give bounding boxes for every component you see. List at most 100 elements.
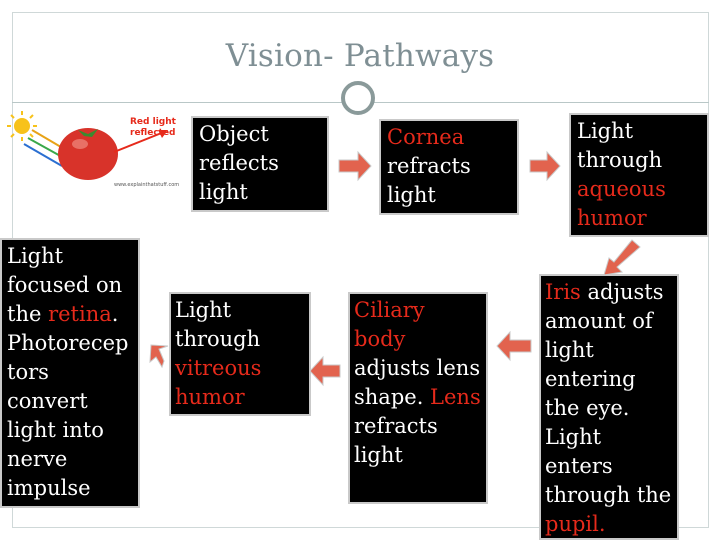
text-segment: amount of: [545, 309, 653, 333]
step-text-line: impulse: [7, 474, 134, 503]
step-text-line: Ciliary: [354, 296, 482, 325]
step-text-line: Light: [7, 242, 134, 271]
highlighted-term: vitreous: [175, 356, 262, 380]
step-text-line: aqueous: [577, 175, 703, 204]
step-aqueous-humor: Light through aqueous humor: [569, 113, 709, 237]
text-segment: .: [111, 302, 119, 326]
text-segment: adjusts lens: [354, 356, 481, 380]
text-segment: Light: [545, 425, 602, 449]
step-text-line: Photorecep: [7, 329, 134, 358]
step-text-line: the eye.: [545, 394, 673, 423]
tomato-illustration: Red light reflected www.explainthatstuff…: [7, 111, 179, 188]
text-segment: through: [175, 327, 261, 351]
step-text-line: enters: [545, 452, 673, 481]
step-text-line: Cornea: [387, 123, 513, 152]
highlighted-term: aqueous: [577, 177, 666, 201]
text-segment: tors: [7, 360, 49, 384]
text-segment: the: [7, 302, 49, 326]
step-text-line: Light: [545, 423, 673, 452]
title-circle-ornament: [341, 81, 375, 115]
reflected-ray-arrow: [113, 130, 168, 153]
arrow-left-ciliary-to-vitreous: [309, 355, 341, 387]
text-segment: adjusts: [580, 280, 664, 304]
arrow-down-aqueous-to-iris: [603, 239, 641, 276]
text-segment: Light: [577, 119, 634, 143]
text-segment: refracts: [354, 414, 438, 438]
text-segment: Light: [175, 298, 232, 322]
highlighted-term: Iris: [545, 280, 581, 304]
step-text-line: entering: [545, 365, 673, 394]
red-light-label-2: reflected: [130, 128, 176, 138]
sun-icon: [7, 111, 37, 141]
highlighted-term: Ciliary: [354, 298, 425, 322]
step-text-line: vitreous: [175, 354, 305, 383]
tomato-icon: [58, 128, 118, 180]
highlighted-term: humor: [577, 206, 647, 230]
step-text-line: humor: [175, 383, 305, 412]
text-segment: the eye.: [545, 396, 630, 420]
text-segment: focused on: [7, 273, 123, 297]
step-text-line: refracts: [387, 152, 513, 181]
arrow-right-object-to-cornea: [338, 150, 372, 182]
text-segment: shape.: [354, 385, 431, 409]
text-segment: light: [354, 443, 403, 467]
step-text-line: amount of: [545, 307, 673, 336]
step-text-line: light: [354, 441, 482, 470]
text-segment: reflects: [199, 151, 279, 175]
text-segment: Object: [199, 122, 269, 146]
highlighted-term: body: [354, 327, 406, 351]
text-segment: light: [545, 338, 594, 362]
step-text-line: light: [199, 178, 323, 207]
text-segment: impulse: [7, 476, 91, 500]
text-segment: refracts: [387, 154, 471, 178]
highlighted-term: Cornea: [387, 125, 465, 149]
step-text-line: body: [354, 325, 482, 354]
highlighted-term: humor: [175, 385, 245, 409]
step-cornea-refracts-light: Cornea refracts light: [379, 119, 519, 215]
step-text-line: through: [175, 325, 305, 354]
text-segment: light: [387, 183, 436, 207]
step-vitreous-humor: Light through vitreous humor: [169, 292, 311, 416]
text-segment: Light: [7, 244, 64, 268]
step-text-line: light: [545, 336, 673, 365]
text-segment: Photorecep: [7, 331, 129, 355]
step-object-reflects-light: Object reflects light: [191, 116, 329, 212]
step-text-line: light: [387, 181, 513, 210]
text-segment: light into: [7, 418, 104, 442]
step-text-line: nerve: [7, 445, 134, 474]
step-text-line: light into: [7, 416, 134, 445]
text-segment: through the: [545, 483, 672, 507]
step-text-line: the retina.: [7, 300, 134, 329]
image-caption: www.explainthatstuff.com: [114, 182, 179, 188]
step-text-line: Iris adjusts: [545, 278, 673, 307]
slide-title: Vision- Pathways: [225, 38, 495, 74]
step-text-line: Object: [199, 120, 323, 149]
step-text-line: pupil.: [545, 510, 673, 539]
text-segment: nerve: [7, 447, 68, 471]
text-segment: through: [577, 148, 663, 172]
step-text-line: reflects: [199, 149, 323, 178]
red-light-label-1: Red light: [130, 117, 177, 127]
step-text-line: focused on: [7, 271, 134, 300]
highlighted-term: pupil.: [545, 512, 606, 536]
step-text-line: Light: [577, 117, 703, 146]
step-text-line: tors: [7, 358, 134, 387]
text-segment: light: [199, 180, 248, 204]
step-text-line: humor: [577, 204, 703, 233]
highlighted-term: retina: [48, 302, 112, 326]
step-text-line: shape. Lens: [354, 383, 482, 412]
step-text-line: through the: [545, 481, 673, 510]
step-text-line: adjusts lens: [354, 354, 482, 383]
arrow-left-iris-to-ciliary: [496, 330, 532, 362]
highlighted-term: Lens: [430, 385, 481, 409]
step-text-line: Light: [175, 296, 305, 325]
arrow-left-vitreous-to-retina: [149, 344, 169, 369]
text-segment: entering: [545, 367, 636, 391]
text-segment: convert: [7, 389, 88, 413]
arrow-right-cornea-to-aqueous: [529, 150, 561, 182]
step-text-line: refracts: [354, 412, 482, 441]
